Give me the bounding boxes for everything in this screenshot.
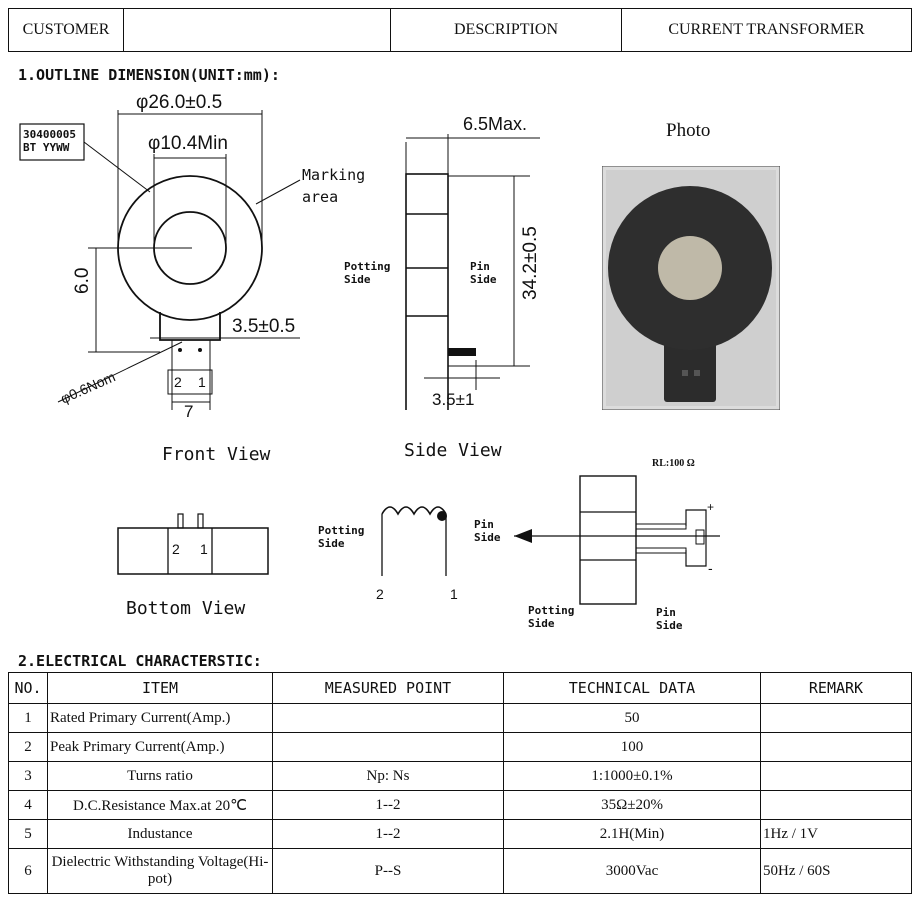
cell-remark: 50Hz / 60S (760, 848, 912, 894)
schematic-potting-label: Potting Side (318, 524, 365, 550)
pin-offset-dim: 3.5±1 (432, 390, 475, 409)
schematic-pin-2: 2 (376, 586, 384, 602)
cell-data: 3000Vac (503, 848, 761, 894)
col-item: ITEM (47, 672, 273, 704)
marking-box-line2: BT YYWW (23, 141, 70, 154)
cell-point: 1--2 (272, 790, 504, 820)
product-photo (602, 166, 780, 410)
col-remark: REMARK (760, 672, 912, 704)
description-label: DESCRIPTION (390, 8, 622, 52)
circuit-potting-label: Potting Side (528, 604, 575, 630)
cell-data: 1:1000±0.1% (503, 761, 761, 791)
plus-terminal: + (707, 500, 715, 514)
height-dim: 6.0 (72, 267, 93, 294)
section1-title: 1.OUTLINE DIMENSION(UNIT:mm): (18, 66, 280, 84)
cell-no: 4 (8, 790, 48, 820)
marking-box-line1: 30400005 (23, 128, 76, 141)
cell-data: 35Ω±20% (503, 790, 761, 820)
cell-item: Peak Primary Current(Amp.) (47, 732, 273, 762)
table-row: 6 Dielectric Withstanding Voltage(Hi-pot… (8, 848, 912, 894)
cell-item: D.C.Resistance Max.at 20℃ (47, 790, 273, 820)
customer-value (123, 8, 391, 52)
table-row: 5 Industance 1--2 2.1H(Min) 1Hz / 1V (8, 819, 912, 849)
inner-diameter-dim: φ10.4Min (148, 133, 228, 154)
cell-data: 2.1H(Min) (503, 819, 761, 849)
cell-point: P--S (272, 848, 504, 894)
schematic-pin-1: 1 (450, 586, 458, 602)
cell-no: 6 (8, 848, 48, 894)
table-row: 3 Turns ratio Np: Ns 1:1000±0.1% (8, 761, 912, 791)
cell-point (272, 732, 504, 762)
cell-no: 3 (8, 761, 48, 791)
front-pin-2: 2 (174, 374, 182, 390)
cell-item: Dielectric Withstanding Voltage(Hi-pot) (47, 848, 273, 894)
cell-data: 100 (503, 732, 761, 762)
tab-width-dim: 7 (184, 402, 194, 421)
side-potting-label: Potting Side (344, 260, 391, 286)
bottom-pin-1: 1 (200, 541, 208, 557)
description-value: CURRENT TRANSFORMER (621, 8, 912, 52)
electrical-table: NO. ITEM MEASURED POINT TECHNICAL DATA R… (8, 672, 912, 894)
header-table: CUSTOMER DESCRIPTION CURRENT TRANSFORMER (8, 8, 912, 52)
marking-label-line2: area (302, 188, 339, 206)
cell-no: 1 (8, 703, 48, 733)
table-row: 2 Peak Primary Current(Amp.) 100 (8, 732, 912, 762)
front-view-drawing (19, 110, 301, 410)
cell-item: Industance (47, 819, 273, 849)
cell-remark (760, 790, 912, 820)
outer-diameter-dim: φ26.0±0.5 (136, 92, 223, 113)
section2-title: 2.ELECTRICAL CHARACTERSTIC: (18, 652, 262, 670)
load-resistance-label: RL:100 Ω (652, 458, 695, 469)
circuit-pin-label: Pin Side (656, 606, 683, 632)
cell-remark (760, 703, 912, 733)
thickness-dim: 6.5Max. (463, 114, 528, 134)
bottom-view-label: Bottom View (126, 598, 246, 619)
pin-spacing-dim: 3.5±0.5 (232, 316, 296, 337)
cell-remark (760, 732, 912, 762)
test-circuit-drawing (514, 475, 720, 605)
minus-terminal: - (708, 560, 713, 576)
side-view-label: Side View (404, 440, 502, 461)
cell-point: 1--2 (272, 819, 504, 849)
cell-point: Np: Ns (272, 761, 504, 791)
table-row: 4 D.C.Resistance Max.at 20℃ 1--2 35Ω±20% (8, 790, 912, 820)
marking-box-text: 30400005 BT YYWW (23, 128, 76, 154)
cell-data: 50 (503, 703, 761, 733)
marking-label-line1: Marking (302, 166, 366, 184)
cell-point (272, 703, 504, 733)
cell-item: Rated Primary Current(Amp.) (47, 703, 273, 733)
winding-schematic (381, 506, 447, 576)
cell-remark (760, 761, 912, 791)
schematic-pin-label: Pin Side (474, 518, 501, 544)
side-pin-label: Pin Side (470, 260, 497, 286)
table-row: 1 Rated Primary Current(Amp.) 50 (8, 703, 912, 733)
photo-label: Photo (666, 120, 711, 141)
front-view-label: Front View (162, 444, 271, 465)
bottom-view-drawing (117, 513, 269, 575)
side-height-dim: 34.2±0.5 (520, 226, 541, 300)
cell-remark: 1Hz / 1V (760, 819, 912, 849)
bottom-pin-2: 2 (172, 541, 180, 557)
cell-item: Turns ratio (47, 761, 273, 791)
marking-area-label: Marking area (302, 164, 365, 208)
cell-no: 5 (8, 819, 48, 849)
customer-label: CUSTOMER (8, 8, 124, 52)
col-technical-data: TECHNICAL DATA (503, 672, 761, 704)
cell-no: 2 (8, 732, 48, 762)
col-measured-point: MEASURED POINT (272, 672, 504, 704)
side-view-drawing (405, 134, 540, 410)
front-pin-1: 1 (198, 374, 206, 390)
col-no: NO. (8, 672, 48, 704)
